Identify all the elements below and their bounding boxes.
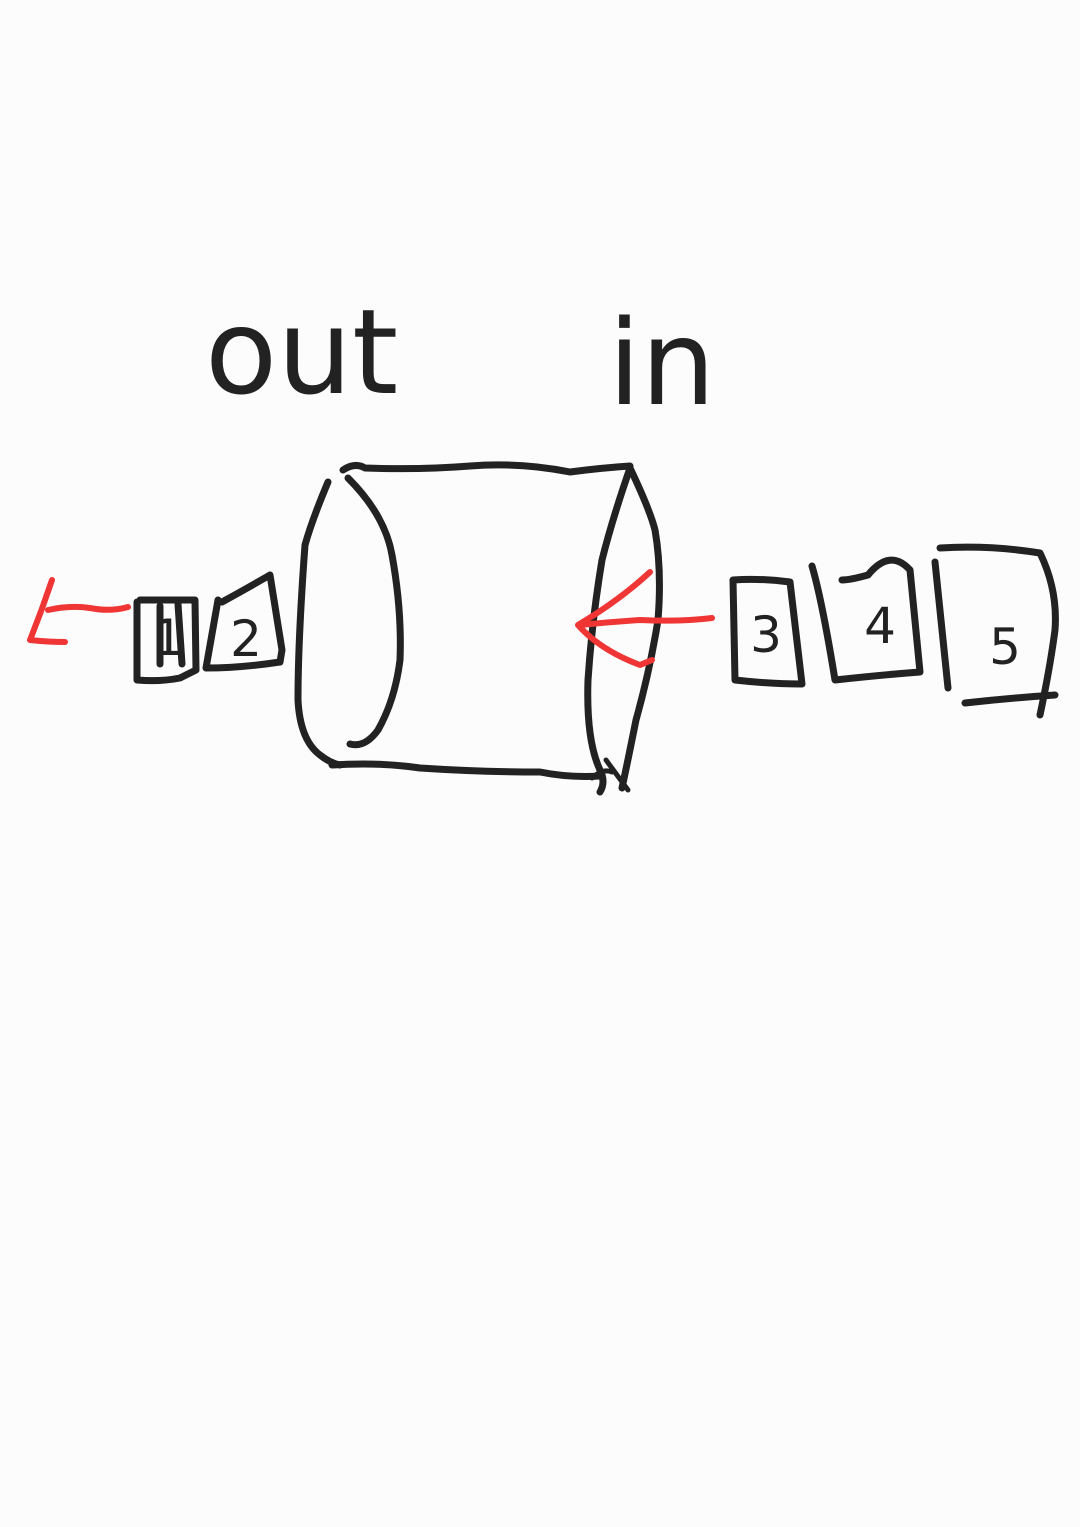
arrow-head — [27, 577, 68, 645]
pipe-left-end-inner — [344, 474, 404, 749]
out-queue: 1 2 — [133, 571, 286, 685]
dequeue-arrow — [27, 577, 131, 645]
queue-item-box — [729, 575, 806, 688]
queue-item-label: 1 — [152, 609, 184, 667]
queue-item-box — [202, 571, 286, 672]
queue-item: 4 — [808, 556, 924, 684]
queue-item: 2 — [202, 571, 286, 672]
queue-item-label: 2 — [230, 610, 262, 668]
queue-item-label: 3 — [750, 606, 782, 664]
pipe-bottom-edge — [328, 760, 604, 780]
queue-item-box — [808, 556, 924, 684]
queue-item-label: 4 — [864, 597, 896, 655]
out-label: out — [205, 283, 398, 421]
pipe-top-edge — [339, 461, 634, 476]
queue-item-box — [931, 543, 1059, 719]
arrow-shaft — [45, 603, 131, 613]
pipe-cylinder — [294, 461, 663, 796]
queue-item-label: 5 — [989, 618, 1021, 676]
arrow-head — [575, 569, 655, 668]
queue-item: 3 — [729, 575, 806, 688]
arrow-shaft — [577, 615, 715, 628]
queue-item: 1 — [133, 596, 200, 685]
enqueue-arrow — [575, 569, 715, 668]
pipe-left-end — [294, 478, 344, 769]
in-label: in — [608, 294, 716, 432]
queue-item-box-inner — [156, 600, 186, 668]
pipe-right-cross — [589, 757, 631, 793]
in-queue: 3 4 5 — [729, 543, 1059, 719]
queue-item-box — [133, 596, 200, 685]
queue-item: 5 — [931, 543, 1059, 719]
pipe-right-end-inner — [618, 464, 663, 792]
pipe-right-end — [584, 464, 634, 796]
